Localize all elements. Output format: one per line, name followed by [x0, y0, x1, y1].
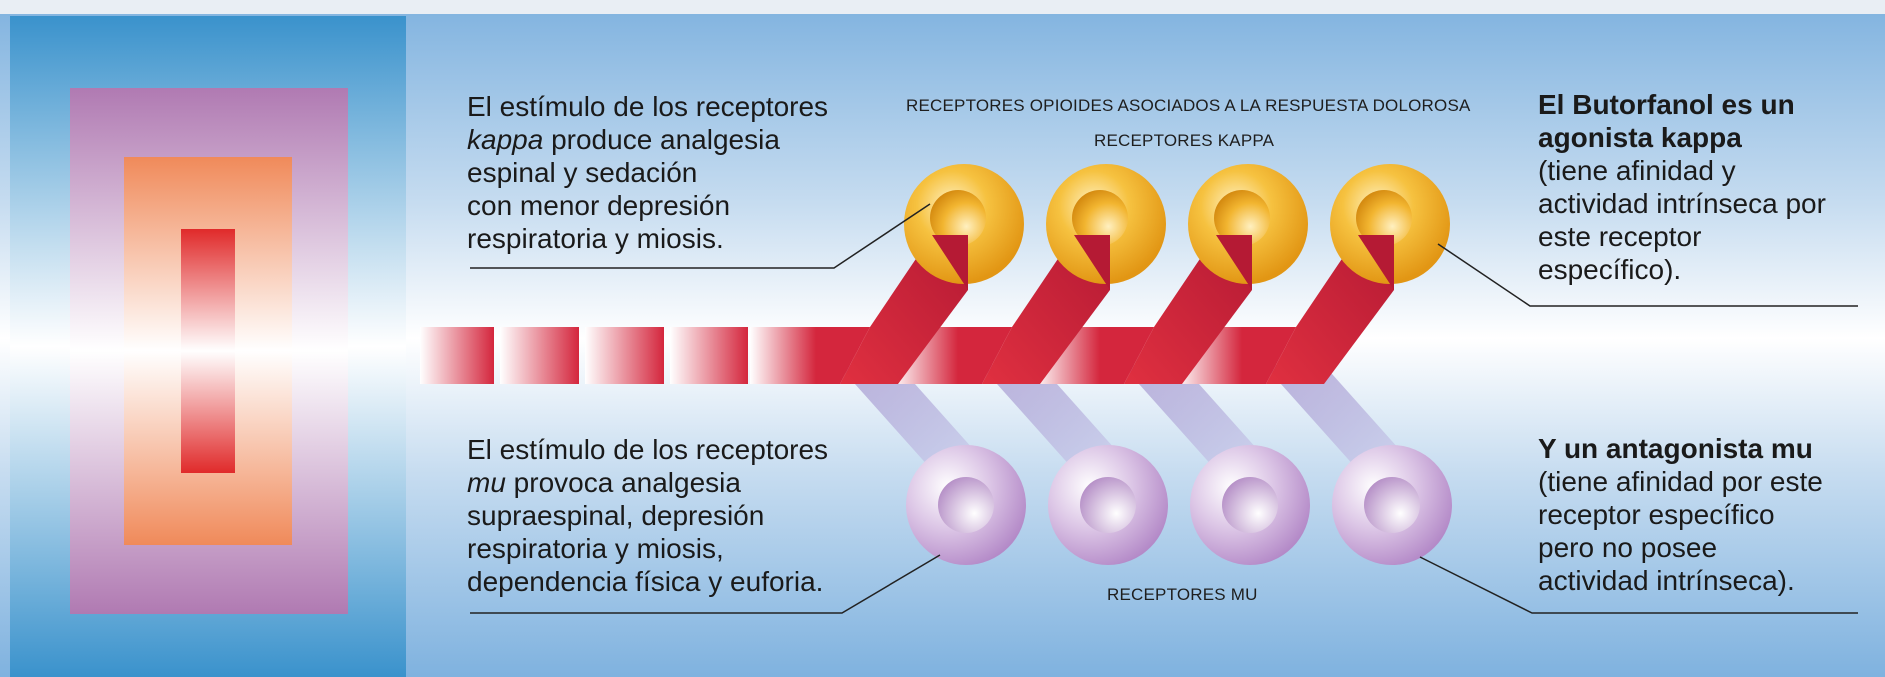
mu-arm [838, 365, 990, 468]
kappa-arrow-heads [932, 235, 1394, 290]
mu-arm [1122, 365, 1274, 468]
butorfanol-kappa-line-6: específico). [1538, 254, 1682, 285]
butorfanol-mu-heading: Y un antagonista mu [1538, 433, 1813, 464]
butorfanol-mu-line-5: actividad intrínseca). [1538, 565, 1795, 596]
mu-arm [980, 365, 1132, 468]
kappa-term: kappa [467, 124, 544, 155]
butorfanol-mu-line-4: pero no posee [1538, 532, 1718, 563]
butorfanol-mu-line-2: (tiene afinidad por este [1538, 466, 1823, 497]
kappa-receptor [1188, 164, 1308, 284]
leader-lines [470, 203, 1858, 614]
mu-line-2: mu provoca analgesia [467, 466, 828, 499]
left-red-bar [181, 229, 235, 473]
butorfanol-mu-leader [1419, 556, 1858, 614]
signal-segments [420, 327, 748, 384]
mu-arm [1264, 365, 1416, 468]
diagram-title: RECEPTORES OPIOIDES ASOCIADOS A LA RESPU… [906, 96, 1471, 115]
butorfanol-kappa-line-3: (tiene afinidad y [1538, 155, 1736, 186]
kappa-caption: RECEPTORES KAPPA [1094, 131, 1275, 150]
kappa-text-leader [470, 203, 931, 269]
butorfanol-mu-note: Y un antagonista mu (tiene afinidad por … [1538, 432, 1823, 597]
butorfanol-kappa-note: El Butorfanol es un agonista kappa (tien… [1538, 88, 1826, 286]
signal-segment [500, 327, 579, 384]
kappa-line-3: espinal y sedación [467, 157, 698, 188]
kappa-line-2-rest: produce analgesia [543, 124, 780, 155]
mu-line-4: respiratoria y miosis, [467, 533, 724, 564]
mu-receptor [1332, 445, 1452, 565]
butorfanol-mu-line-3: receptor específico [1538, 499, 1775, 530]
kappa-receptor [1046, 164, 1166, 284]
butorfanol-kappa-heading-2: agonista kappa [1538, 122, 1742, 153]
signal-segment [585, 327, 664, 384]
kappa-receptor [904, 164, 1024, 284]
mu-receptor [1190, 445, 1310, 565]
signal-segment [670, 327, 748, 384]
mu-line-5: dependencia física y euforia. [467, 566, 824, 597]
kappa-description: El estímulo de los receptores kappa prod… [467, 90, 828, 255]
mu-line-2-rest: provoca analgesia [505, 467, 741, 498]
kappa-line-5: respiratoria y miosis. [467, 223, 724, 254]
mu-term: mu [467, 467, 506, 498]
signal-segment [420, 327, 494, 384]
kappa-line-4: con menor depresión [467, 190, 731, 221]
mu-receptor-arms [838, 365, 1416, 468]
signal-tail [750, 327, 870, 384]
butorfanol-kappa-leader [1437, 243, 1858, 307]
butorfanol-kappa-line-5: este receptor [1538, 221, 1702, 252]
mu-receptor [1048, 445, 1168, 565]
mu-text-leader [470, 554, 941, 614]
mu-line-3: supraespinal, depresión [467, 500, 765, 531]
kappa-receptor [1330, 164, 1450, 284]
kappa-receptors [904, 164, 1450, 284]
butorfanol-kappa-line-4: actividad intrínseca por [1538, 188, 1826, 219]
mu-receptor [906, 445, 1026, 565]
mu-description: El estímulo de los receptores mu provoca… [467, 433, 828, 598]
top-border [0, 0, 1885, 14]
mu-receptors [906, 445, 1452, 565]
kappa-line-1: El estímulo de los receptores [467, 91, 829, 122]
mu-line-1: El estímulo de los receptores [467, 434, 829, 465]
mu-caption: RECEPTORES MU [1107, 585, 1258, 604]
butorfanol-kappa-heading-1: El Butorfanol es un [1538, 89, 1795, 120]
kappa-line-2: kappa produce analgesia [467, 123, 828, 156]
